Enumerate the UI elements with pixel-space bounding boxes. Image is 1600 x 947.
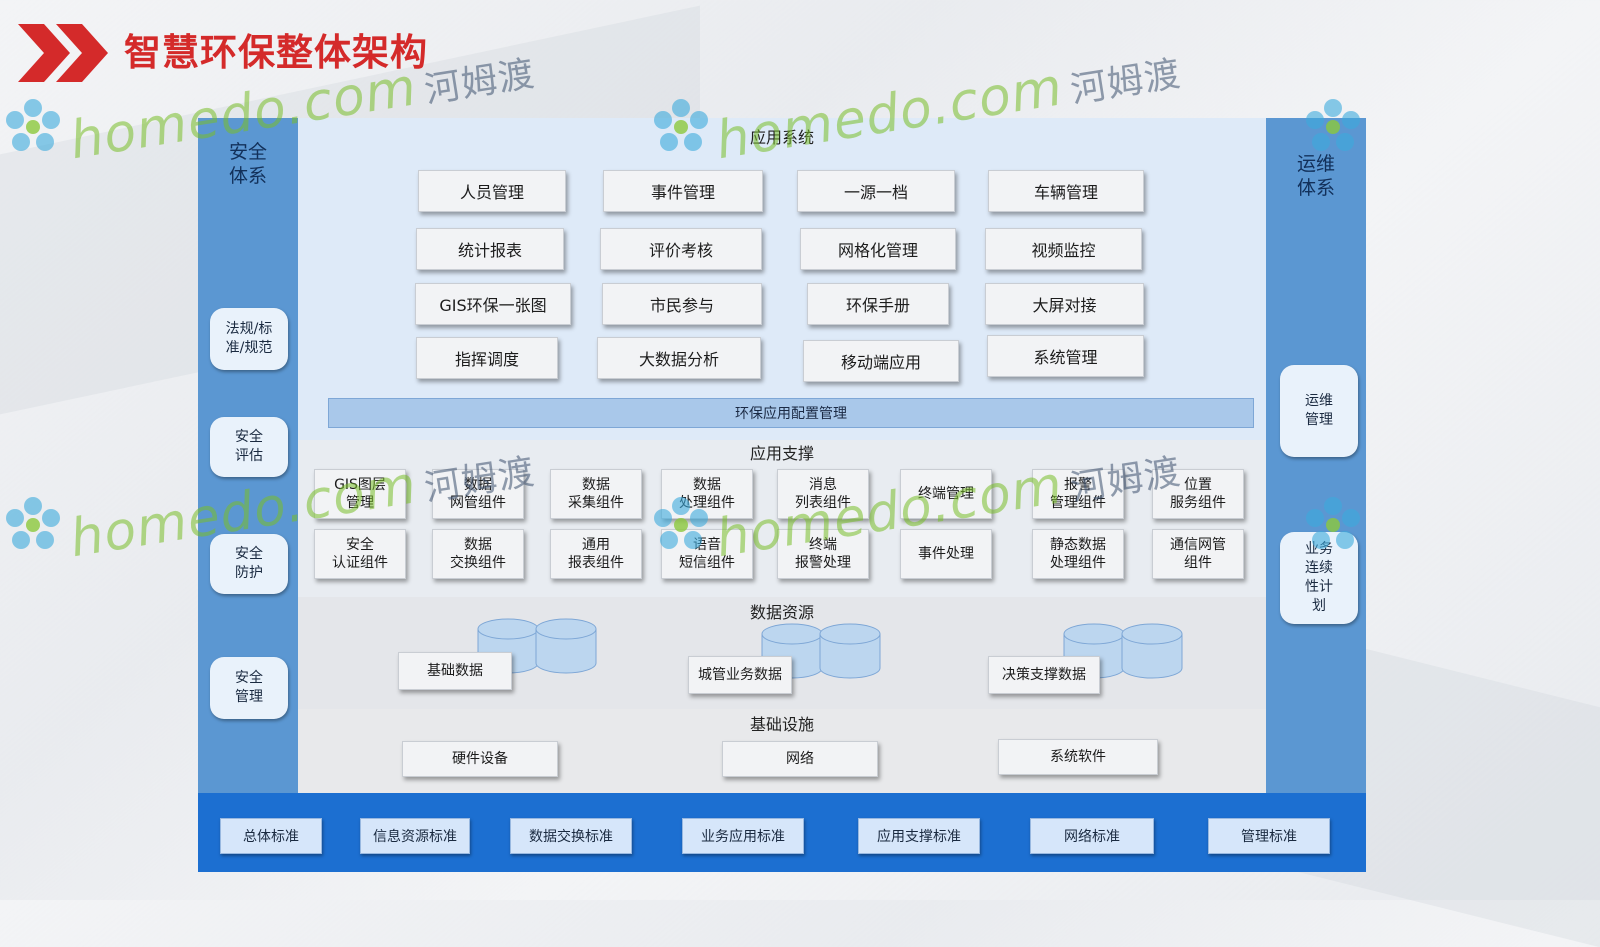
- standard-box: 业务应用标准: [682, 818, 804, 854]
- page-title: 智慧环保整体架构: [124, 31, 428, 74]
- app-box: 一源一档: [797, 170, 955, 212]
- standard-box: 总体标准: [220, 818, 322, 854]
- security-assessment-pill: 安全评估: [210, 417, 288, 477]
- data-resources-title: 数据资源: [749, 603, 814, 622]
- app-box: 市民参与: [602, 283, 762, 325]
- regulation-standard-pill: 法规/标准/规范: [210, 308, 288, 370]
- operations-system-column: 运维 体系: [1266, 118, 1366, 793]
- infrastructure-box: 系统软件: [998, 739, 1158, 775]
- database-icon: [761, 623, 881, 679]
- support-box: 数据采集组件: [550, 469, 642, 519]
- security-system-title: 安全 体系: [228, 141, 267, 187]
- support-box: 位置服务组件: [1152, 469, 1244, 519]
- application-system-title: 应用系统: [749, 128, 814, 147]
- app-box: 系统管理: [987, 335, 1144, 377]
- infrastructure-title: 基础设施: [749, 715, 814, 734]
- support-box: GIS图层管理: [314, 469, 406, 519]
- app-box: 指挥调度: [416, 337, 558, 379]
- operations-management-pill: 运维管理: [1280, 365, 1358, 457]
- support-box: 事件处理: [900, 529, 992, 579]
- operations-system-title: 运维 体系: [1296, 153, 1335, 199]
- app-box: 大数据分析: [597, 337, 761, 379]
- infrastructure-box: 网络: [722, 741, 878, 777]
- app-box: 人员管理: [418, 170, 566, 212]
- app-box: 大屏对接: [985, 283, 1144, 325]
- app-box: 网格化管理: [800, 228, 956, 270]
- application-system-section: 应用系统: [298, 118, 1266, 440]
- app-box: 移动端应用: [803, 340, 959, 382]
- infrastructure-box: 硬件设备: [402, 741, 558, 777]
- support-box: 通信网管组件: [1152, 529, 1244, 579]
- app-box: GIS环保一张图: [415, 283, 571, 325]
- support-box: 安全认证组件: [314, 529, 406, 579]
- standard-box: 管理标准: [1208, 818, 1330, 854]
- support-box: 终端报警处理: [777, 529, 869, 579]
- config-management-bar: 环保应用配置管理: [328, 398, 1254, 428]
- standard-box: 数据交换标准: [510, 818, 632, 854]
- standard-box: 网络标准: [1030, 818, 1154, 854]
- support-box: 数据处理组件: [661, 469, 753, 519]
- support-box: 终端管理: [900, 469, 992, 519]
- app-box: 统计报表: [416, 228, 564, 270]
- data-resource-box: 城管业务数据: [688, 656, 792, 694]
- watermark-flower-icon: [6, 497, 60, 549]
- app-box: 车辆管理: [988, 170, 1144, 212]
- support-box: 语音短信组件: [661, 529, 753, 579]
- application-support-title: 应用支撑: [749, 444, 814, 463]
- data-resource-box: 基础数据: [398, 652, 512, 690]
- support-box: 数据交换组件: [432, 529, 524, 579]
- security-protection-pill: 安全防护: [210, 534, 288, 594]
- data-resource-box: 决策支撑数据: [988, 656, 1100, 694]
- standard-box: 信息资源标准: [360, 818, 470, 854]
- app-box: 环保手册: [807, 283, 949, 325]
- double-chevron-icon: [18, 24, 108, 82]
- standard-box: 应用支撑标准: [858, 818, 980, 854]
- support-box: 数据网管组件: [432, 469, 524, 519]
- support-box: 通用报表组件: [550, 529, 642, 579]
- app-box: 事件管理: [603, 170, 763, 212]
- business-continuity-pill: 业务连续性计划: [1280, 532, 1358, 624]
- security-management-pill: 安全管理: [210, 657, 288, 719]
- app-box: 评价考核: [600, 228, 762, 270]
- support-box: 静态数据处理组件: [1032, 529, 1124, 579]
- support-box: 消息列表组件: [777, 469, 869, 519]
- app-box: 视频监控: [985, 228, 1142, 270]
- support-box: 报警管理组件: [1032, 469, 1124, 519]
